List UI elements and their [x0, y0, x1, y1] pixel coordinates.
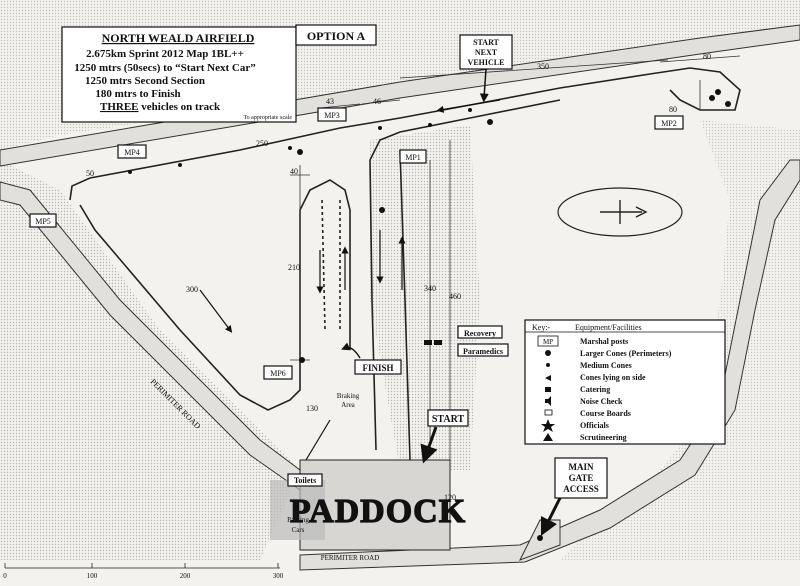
marshal-post-1: MP1: [405, 153, 421, 162]
braking-area-line-2: Area: [341, 401, 355, 409]
key-symbol-cone-side: [545, 375, 551, 381]
option-box: OPTION A: [295, 24, 377, 46]
marshal-post-5: MP5: [35, 217, 51, 226]
start-box: START: [420, 409, 469, 464]
distance-130: 130: [306, 404, 318, 413]
distance-210: 210: [288, 263, 300, 272]
start-next-line-3: VEHICLE: [468, 58, 505, 67]
vehicle-count: THREE: [100, 101, 139, 113]
key-header-right: Equipment/Facilities: [575, 323, 642, 332]
paramedics-label: Paramedics: [463, 347, 503, 356]
course-track: [69, 67, 741, 471]
key-symbol-course-board: [544, 409, 553, 416]
scale-bar: 0 100 200 300: [3, 563, 284, 580]
scale-note: To appropriate scale: [243, 115, 292, 121]
distance-460: 460: [449, 292, 461, 301]
distance-350: 350: [537, 62, 549, 71]
key-symbol-scrutineering: [543, 433, 553, 441]
key-text-scrutineering: Scrutineering: [580, 433, 627, 442]
distance-50: 50: [86, 169, 94, 178]
paddock-area: [270, 459, 451, 551]
distance-340: 340: [424, 284, 436, 293]
key-text-marshal-posts: Marshal posts: [580, 337, 628, 346]
finish-box: FINISH: [341, 342, 402, 375]
toilets-label: Toilets: [294, 476, 316, 485]
key-text-catering: Catering: [580, 385, 610, 394]
start-next-line-2: NEXT: [475, 48, 498, 57]
distance-250: 250: [256, 139, 268, 148]
legend-key: Key:- Equipment/Facilities MP Marshal po…: [524, 319, 726, 445]
main-gate-box: MAIN GATE ACCESS: [540, 457, 608, 537]
parking-line-1: Parking: [287, 516, 309, 524]
key-text-officials: Officials: [580, 421, 609, 430]
perimeter-road-bottom-label: PERIMITER ROAD: [321, 554, 380, 562]
distance-guides: [290, 55, 741, 530]
distance-46: 46: [373, 97, 381, 106]
key-text-medium-cones: Medium Cones: [580, 361, 632, 370]
distance-300: 300: [186, 285, 198, 294]
start-label: START: [432, 414, 465, 425]
start-next-line-1: START: [473, 38, 499, 47]
scale-100: 100: [87, 572, 98, 580]
marshal-post-4: MP4: [124, 148, 140, 157]
windsock-marker: [557, 187, 683, 237]
key-header-left: Key:-: [532, 323, 551, 332]
marshal-posts: MP1 MP2 MP3 MP4 MP5 MP6: [29, 107, 684, 380]
finish-label: FINISH: [362, 363, 393, 373]
key-symbol-mp: MP: [543, 338, 553, 346]
recovery-box: Recovery Paramedics: [424, 325, 509, 357]
paddock-label: PADDOCK: [290, 493, 466, 530]
option-label: OPTION A: [307, 29, 366, 43]
marshal-post-3: MP3: [324, 111, 340, 120]
key-text-large-cones: Larger Cones (Perimeters): [580, 349, 672, 358]
title-line-4: 180 mtrs to Finish: [95, 88, 180, 100]
main-gate-line-3: ACCESS: [563, 484, 599, 494]
scale-0: 0: [3, 572, 7, 580]
key-symbol-catering: [545, 387, 551, 392]
vehicle-suffix: vehicles on track: [139, 101, 221, 113]
scale-200: 200: [180, 572, 191, 580]
key-text-noise: Noise Check: [580, 397, 623, 406]
title-line-2: 1250 mtrs (50secs) to “Start Next Car”: [74, 62, 255, 74]
key-symbol-large-cone: [545, 350, 551, 356]
svg-text:THREE vehicles on track: THREE vehicles on track: [100, 101, 221, 113]
title-box: NORTH WEALD AIRFIELD 2.675km Sprint 2012…: [61, 26, 297, 123]
key-text-cones-side: Cones lying on side: [580, 373, 646, 382]
distance-labels: 350 80 80 43 46 250 50 40 210 300 340 46…: [86, 52, 711, 502]
distance-120: 120: [444, 493, 456, 502]
scale-300: 300: [273, 572, 284, 580]
cones: [128, 89, 731, 541]
title-line-1: 2.675km Sprint 2012 Map 1BL++: [86, 48, 244, 60]
distance-80-top: 80: [703, 52, 711, 61]
main-gate-line-1: MAIN: [569, 462, 594, 472]
parking-line-2: Cars: [292, 526, 305, 534]
distance-40: 40: [290, 167, 298, 176]
start-next-vehicle-box: START NEXT VEHICLE: [459, 34, 513, 103]
key-text-course-boards: Course Boards: [580, 409, 631, 418]
toilets-box: Toilets: [287, 473, 323, 487]
marshal-post-6: MP6: [270, 369, 286, 378]
distance-80-side: 80: [669, 105, 677, 114]
recovery-label: Recovery: [464, 329, 496, 338]
main-gate-line-2: GATE: [569, 473, 594, 483]
title-line-3: 1250 mtrs Second Section: [85, 75, 205, 87]
braking-area-line-1: Braking: [337, 392, 360, 400]
key-symbol-officials: [541, 419, 555, 432]
key-symbol-medium-cone: [546, 363, 550, 367]
key-symbol-noise: [545, 396, 551, 406]
marshal-post-2: MP2: [661, 119, 677, 128]
map-title: NORTH WEALD AIRFIELD: [102, 31, 255, 45]
distance-43: 43: [326, 97, 334, 106]
